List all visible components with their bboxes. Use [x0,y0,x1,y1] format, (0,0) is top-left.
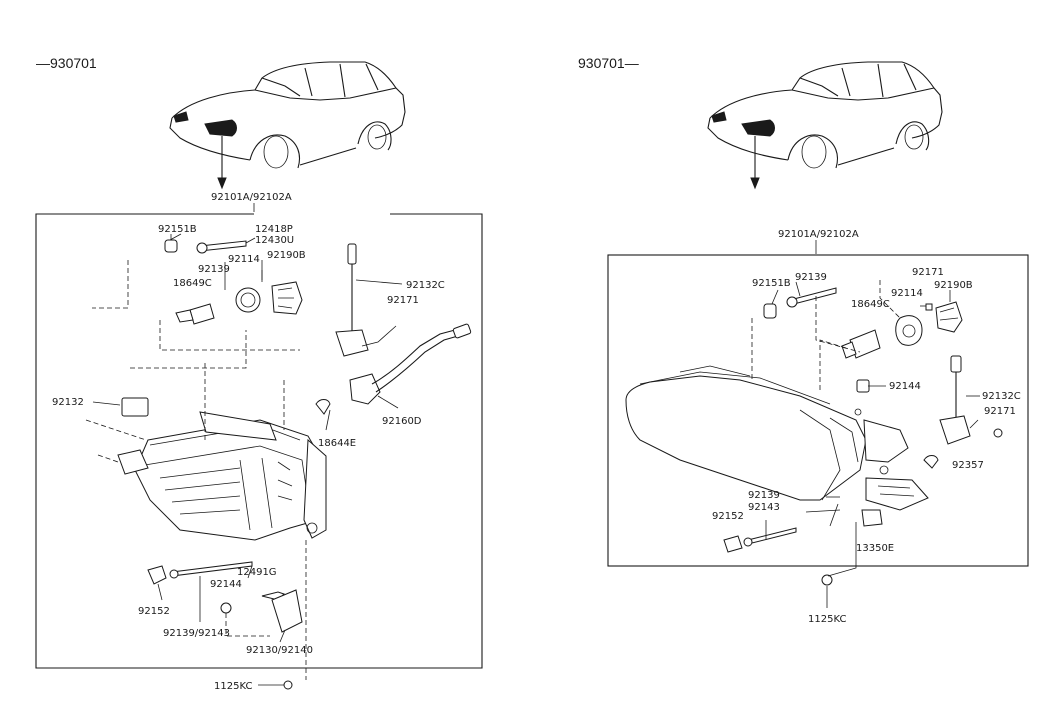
label-92357-right: 92357 [952,460,984,471]
label-92171: 92171 [387,295,419,306]
label-92114-right: 92114 [891,288,923,299]
label-92190b: 92190B [267,250,306,261]
right-bottom-parts [723,509,883,586]
label-92190b-right: 92190B [934,280,973,291]
right-small-parts [763,287,1003,469]
label-92132c: 92132C [406,280,445,291]
right-leader-lines [751,280,980,608]
left-panel: —930701 92101A/92102A [35,55,483,692]
label-12430u: 12430U [255,235,294,246]
label-92132c-right: 92132C [982,391,1021,402]
label-92160d: 92160D [382,416,422,427]
label-92151b: 92151B [158,224,197,235]
left-small-parts [164,234,303,325]
label-92144: 92144 [210,579,242,590]
left-headlamp-assembly [117,411,327,541]
right-title: 930701— [578,55,639,71]
label-92171b-right: 92171 [984,406,1016,417]
right-panel: 930701— 92101A/92102A [578,55,1029,625]
label-92139b-right: 92139 [748,490,780,501]
label-18644e: 18644E [318,438,356,449]
left-harness [315,243,472,415]
label-92139-right: 92139 [795,272,827,283]
label-18649c: 18649C [173,278,212,289]
label-12491g: 12491G [237,567,277,578]
label-1125kc: 1125KC [214,681,252,692]
label-92132: 92132 [52,397,84,408]
right-arrow-label: 92101A/92102A [778,229,859,240]
label-92139-92143: 92139/92143 [163,628,230,639]
left-panel-frame [35,213,483,669]
label-92151b-right: 92151B [752,278,791,289]
label-92130-92140: 92130/92140 [246,645,313,656]
right-car-illustration [707,61,943,190]
left-title: —930701 [36,55,97,71]
label-92143-right: 92143 [748,502,780,513]
label-92152: 92152 [138,606,170,617]
left-arrow-label: 92101A/92102A [211,192,292,203]
label-13350e-right: 13350E [856,543,894,554]
label-1125kc-right: 1125KC [808,614,846,625]
label-92144-right: 92144 [889,381,921,392]
left-part-92132-block [121,397,149,417]
left-car-illustration [169,61,406,190]
left-bottom-parts [147,540,307,690]
label-92114: 92114 [228,254,260,265]
label-12418p: 12418P [255,224,293,235]
label-18649c-right: 18649C [851,299,890,310]
label-92171a-right: 92171 [912,267,944,278]
left-part-labels: 92151B 12418P 12430U 92139 92114 92190B … [52,224,445,692]
right-panel-frame [607,254,1029,567]
label-92152-right: 92152 [712,511,744,522]
left-leader-lines [85,233,403,643]
right-headlamp-assembly [625,365,929,511]
right-part-labels: 92151B 92139 92171 92114 92190B 18649C 9… [712,267,1021,625]
label-92139: 92139 [198,264,230,275]
